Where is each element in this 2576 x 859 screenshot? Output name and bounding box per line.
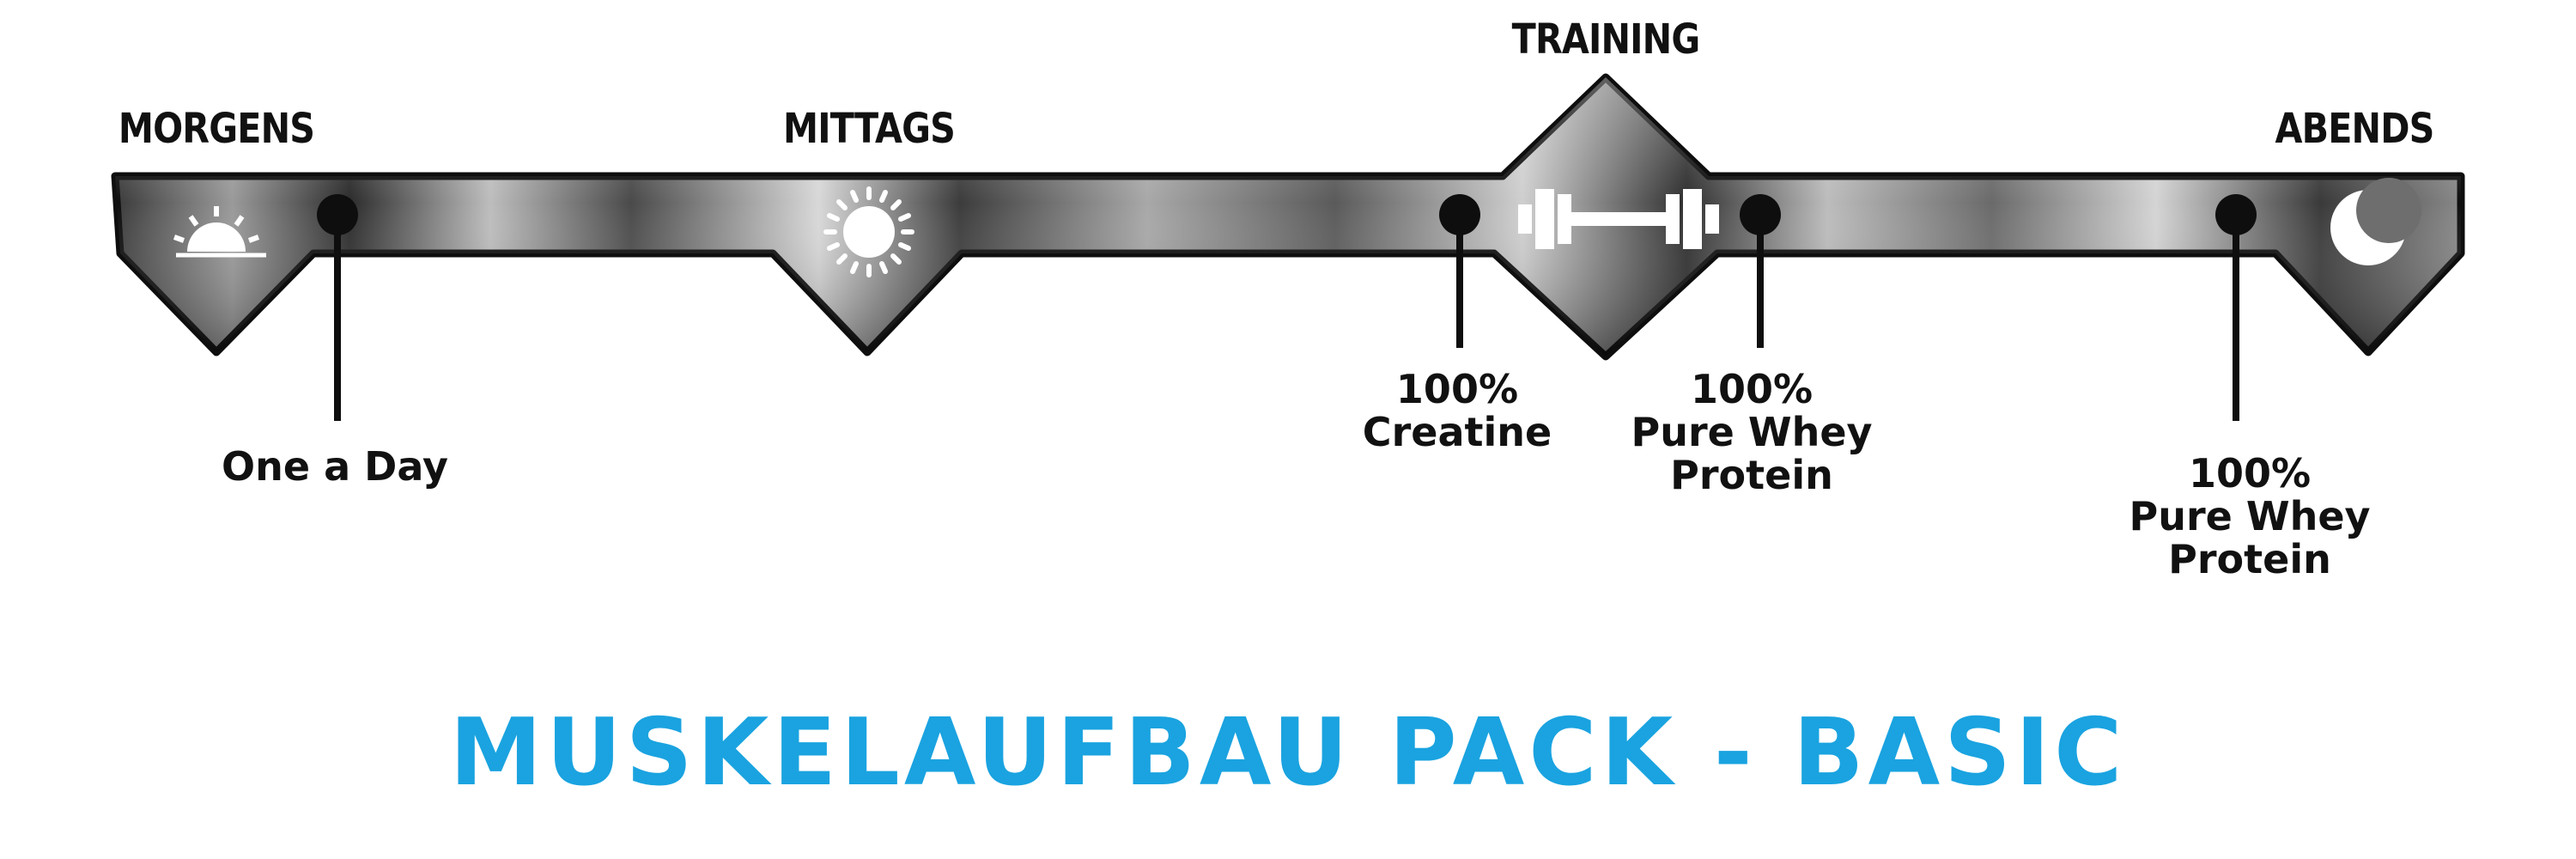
phase-label-evening: ABENDS (2275, 105, 2435, 153)
phase-label-midday: MITTAGS (782, 105, 956, 153)
supplement-line: Protein (1670, 452, 1833, 498)
connector-post-training (1740, 194, 1781, 348)
supplement-line: Pure Whey (1631, 409, 1873, 455)
supplement-line: 100% (1395, 366, 1519, 412)
connector-evening (2215, 194, 2257, 421)
supplement-label-pre-training: 100% Creatine (1363, 368, 1552, 454)
phase-label-morning: MORGENS (118, 105, 315, 153)
timeline-bar-sheen (115, 77, 2461, 356)
supplement-label-post-training: 100% Pure Whey Protein (1631, 368, 1872, 497)
supplement-line: Creatine (1362, 409, 1552, 455)
sunrise-icon (173, 206, 266, 258)
supplement-line: 100% (1690, 366, 1814, 412)
phase-label-training: TRAINING (1511, 15, 1701, 64)
supplement-line: Pure Whey (2129, 493, 2371, 539)
pack-title: MUSKELAUFBAU PACK - BASIC (449, 699, 2127, 807)
supplement-line: 100% (2188, 450, 2312, 497)
supplement-label-morning: One a Day (222, 445, 448, 488)
supplement-label-evening: 100% Pure Whey Protein (2129, 452, 2370, 581)
supplement-line: Protein (2168, 536, 2331, 582)
connector-morning (317, 194, 358, 421)
connector-pre-training (1439, 194, 1480, 348)
supplement-line: One a Day (222, 443, 448, 490)
dumbbell-icon (1518, 189, 1719, 249)
sun-icon (823, 186, 914, 277)
moon-icon (2330, 178, 2421, 265)
